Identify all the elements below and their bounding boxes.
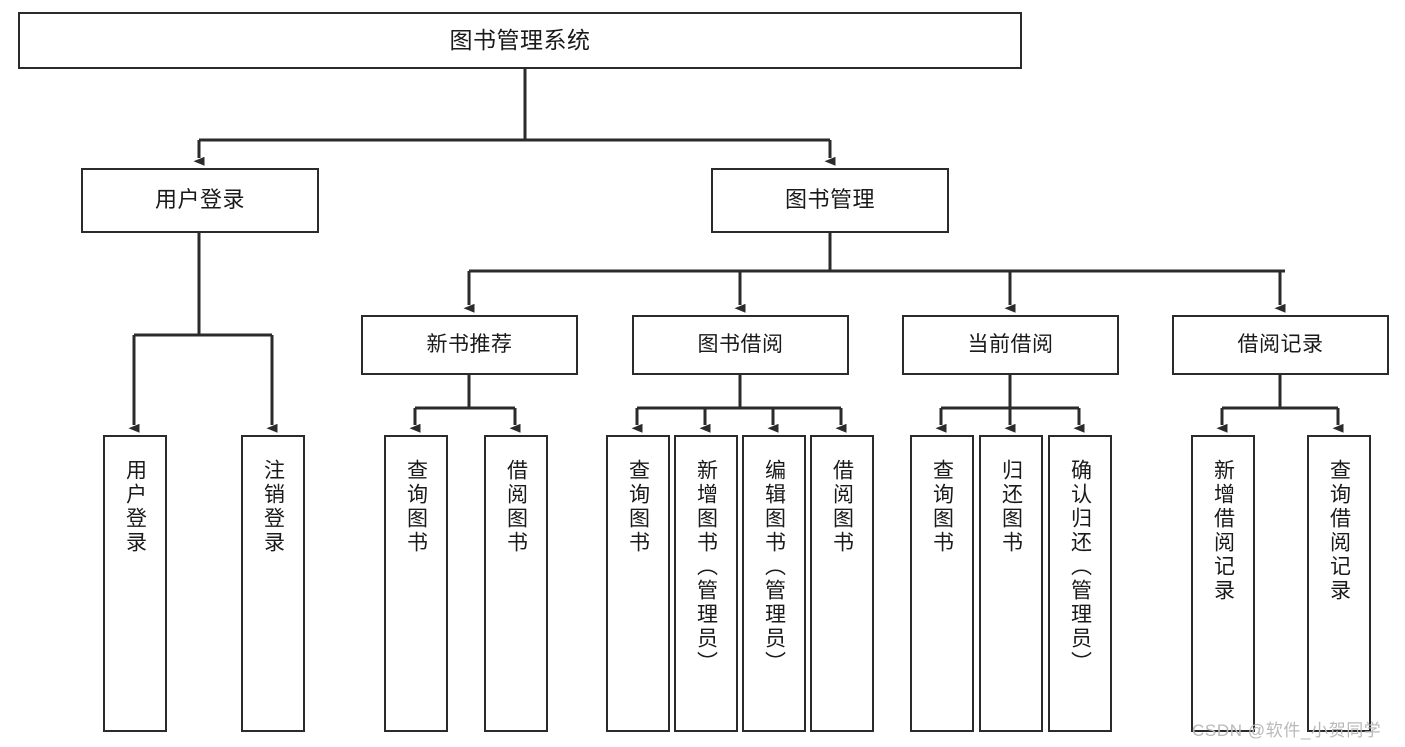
node-label: 注销登录 [261,459,285,555]
node-new-book-recommend[interactable]: 新书推荐 [361,315,578,375]
node-label: 借阅图书 [504,459,528,555]
node-leaf-borrow-book[interactable]: 借阅图书 [810,435,874,732]
node-leaf-user-logout[interactable]: 注销登录 [241,435,305,732]
node-leaf-query-borrow-record[interactable]: 查询借阅记录 [1307,435,1371,732]
node-label: 查询图书 [404,459,428,555]
node-leaf-query-book-recommend[interactable]: 查询图书 [384,435,448,732]
node-label: 借阅记录 [1237,333,1324,357]
node-label: 确认归还（管理员） [1068,459,1092,675]
csdn-watermark: CSDN @软件_小贺同学 [1192,721,1382,740]
node-leaf-query-book-borrow[interactable]: 查询图书 [606,435,670,732]
node-book-management-system[interactable]: 图书管理系统 [18,12,1022,69]
node-leaf-return-book[interactable]: 归还图书 [979,435,1043,732]
node-leaf-user-login[interactable]: 用户登录 [103,435,167,732]
node-label: 借阅图书 [830,459,854,555]
node-label: 编辑图书（管理员） [762,459,786,675]
node-label: 当前借阅 [967,333,1054,357]
node-label: 归还图书 [999,459,1023,555]
node-label: 用户登录 [123,459,147,555]
node-user-login[interactable]: 用户登录 [81,168,319,233]
node-book-borrow[interactable]: 图书借阅 [632,315,849,375]
node-label: 查询借阅记录 [1327,459,1351,603]
node-label: 新书推荐 [426,333,513,357]
node-borrow-record[interactable]: 借阅记录 [1172,315,1389,375]
node-label: 图书管理 [784,187,875,213]
node-leaf-add-borrow-record[interactable]: 新增借阅记录 [1191,435,1255,732]
node-label: 图书借阅 [697,333,784,357]
node-leaf-add-book[interactable]: 新增图书（管理员） [674,435,738,732]
node-label: 查询图书 [626,459,650,555]
node-leaf-edit-book[interactable]: 编辑图书（管理员） [742,435,806,732]
node-leaf-confirm-return[interactable]: 确认归还（管理员） [1048,435,1112,732]
node-book-manage[interactable]: 图书管理 [711,168,949,233]
node-label: 用户登录 [154,187,245,213]
node-current-borrow[interactable]: 当前借阅 [902,315,1119,375]
node-leaf-query-book-current[interactable]: 查询图书 [910,435,974,732]
node-leaf-borrow-book-recommend[interactable]: 借阅图书 [484,435,548,732]
node-label: 查询图书 [930,459,954,555]
node-label: 新增图书（管理员） [694,459,718,675]
node-label: 图书管理系统 [449,26,591,53]
node-label: 新增借阅记录 [1211,459,1235,603]
